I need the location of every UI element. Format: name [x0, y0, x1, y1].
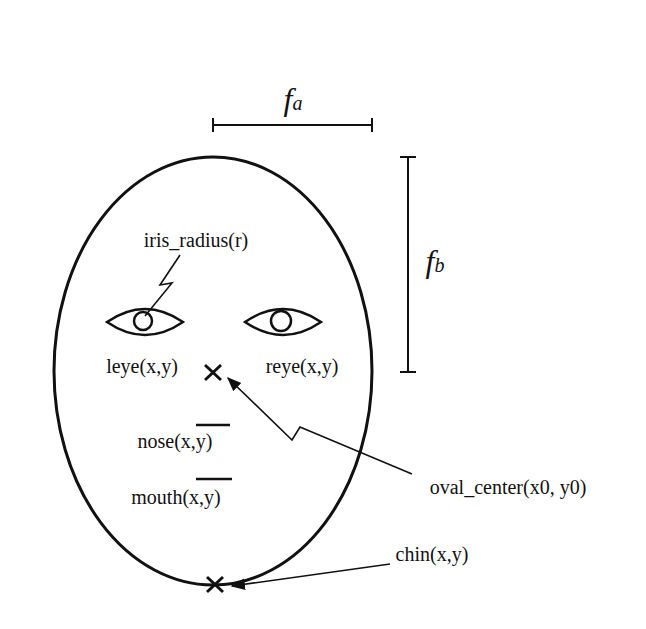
face-oval — [54, 157, 372, 585]
dimension-label: fa — [284, 82, 303, 117]
leader-arrow — [232, 564, 390, 586]
fa-dimension — [213, 118, 372, 132]
leader-arrow — [228, 378, 412, 474]
feature-label: mouth(x,y) — [131, 486, 220, 508]
right-eye — [245, 309, 321, 335]
feature-label: oval_center(x0, y0) — [430, 476, 587, 498]
nose-mark — [196, 424, 230, 427]
feature-label: iris_radius(r) — [144, 229, 248, 251]
fb-dimension — [400, 157, 416, 372]
dimension-label: fb — [426, 244, 445, 279]
feature-label: nose(x,y) — [138, 430, 213, 452]
left-eye — [107, 309, 183, 335]
feature-label: reye(x,y) — [266, 355, 339, 377]
center-mark — [205, 365, 221, 380]
mouth-mark — [196, 478, 232, 481]
feature-label: leye(x,y) — [106, 355, 178, 377]
feature-label: chin(x,y) — [396, 543, 469, 565]
leader-line — [145, 255, 180, 316]
chin-mark — [207, 577, 223, 592]
